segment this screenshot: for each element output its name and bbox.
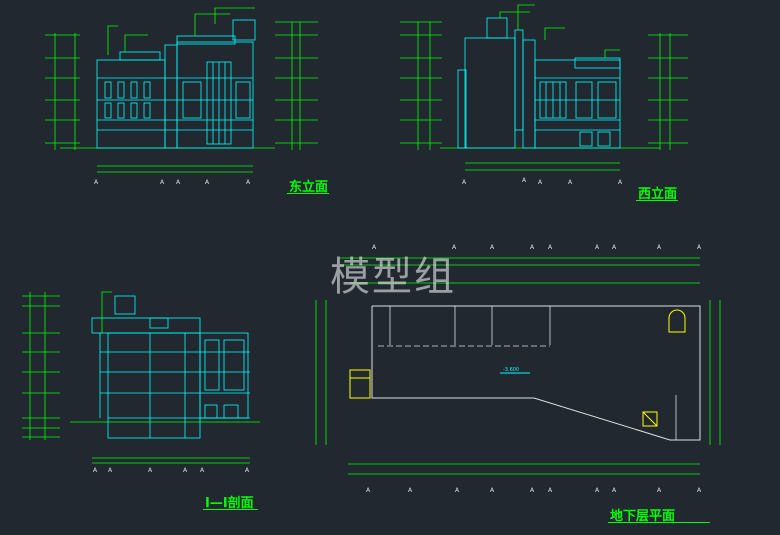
svg-text:A: A <box>568 179 573 186</box>
svg-text:A: A <box>657 487 662 494</box>
svg-text:A: A <box>530 487 535 494</box>
svg-text:A: A <box>538 179 543 186</box>
svg-text:A: A <box>200 467 205 474</box>
east-elevation-drawing <box>45 7 318 173</box>
section-drawing <box>22 291 260 464</box>
svg-text:A: A <box>612 244 617 251</box>
svg-text:A: A <box>160 179 165 186</box>
svg-text:A: A <box>697 487 702 494</box>
svg-text:A: A <box>108 467 113 474</box>
svg-text:A: A <box>490 487 495 494</box>
svg-text:A: A <box>408 487 413 494</box>
svg-text:A: A <box>176 179 181 186</box>
svg-text:A: A <box>462 179 467 186</box>
svg-text:A: A <box>595 244 600 251</box>
svg-text:A: A <box>94 179 99 186</box>
plan-level-label: -3.600 <box>503 367 519 373</box>
east-title-underline <box>287 193 329 194</box>
svg-text:A: A <box>697 244 702 251</box>
svg-text:A: A <box>612 487 617 494</box>
svg-text:A: A <box>148 467 153 474</box>
west-title-underline <box>636 200 678 201</box>
svg-text:A: A <box>455 487 460 494</box>
svg-text:A: A <box>93 467 98 474</box>
svg-text:A: A <box>490 244 495 251</box>
section-title: I—I剖面 <box>205 496 254 511</box>
west-elevation-title: 西立面 <box>638 187 678 202</box>
east-elevation-title: 东立面 <box>289 180 329 195</box>
section-title-underline <box>203 509 258 510</box>
svg-text:A: A <box>618 179 623 186</box>
svg-text:A: A <box>657 244 662 251</box>
svg-text:A: A <box>246 179 251 186</box>
svg-text:A: A <box>595 487 600 494</box>
svg-text:A: A <box>372 244 377 251</box>
west-elevation-drawing <box>400 4 688 171</box>
basement-plan-drawing <box>315 257 721 475</box>
svg-text:A: A <box>205 179 210 186</box>
svg-text:A: A <box>452 244 457 251</box>
plan-axis-markers: A A A A A A A A A A A A A A A A A A A <box>366 244 702 494</box>
svg-text:A: A <box>530 244 535 251</box>
svg-text:A: A <box>522 177 527 184</box>
watermark: 模型组 <box>330 254 456 300</box>
svg-text:A: A <box>548 244 553 251</box>
svg-text:A: A <box>366 487 371 494</box>
basement-plan-title: 地下层平面 <box>610 509 676 524</box>
plan-title-underline <box>608 522 710 523</box>
svg-text:A: A <box>183 467 188 474</box>
svg-text:A: A <box>245 467 250 474</box>
svg-text:A: A <box>548 487 553 494</box>
